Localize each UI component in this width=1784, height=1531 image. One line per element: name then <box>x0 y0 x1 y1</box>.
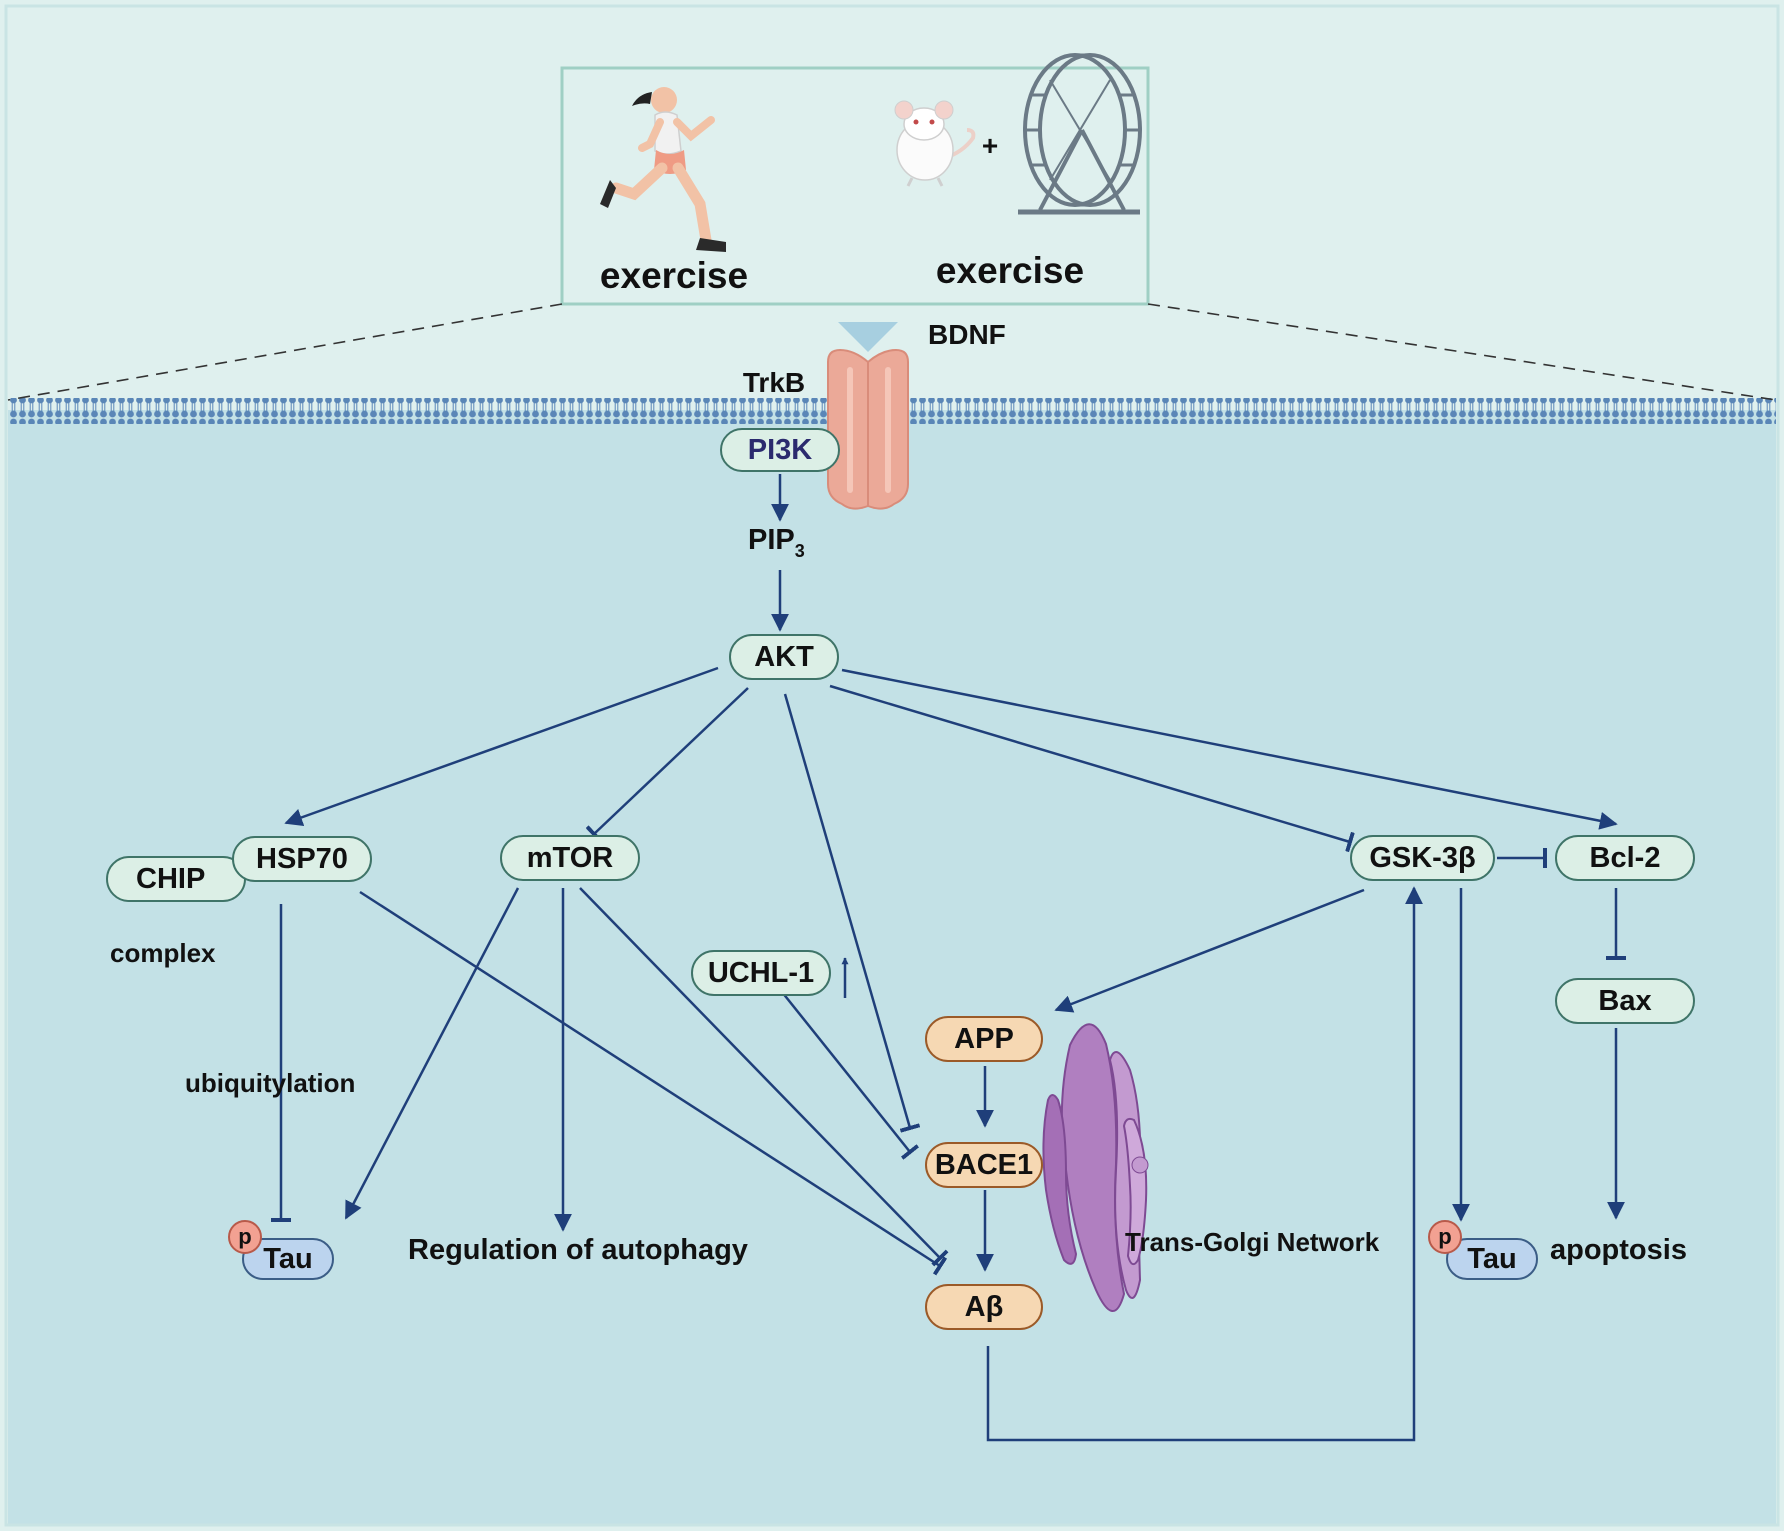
arrow-mtor-tau <box>344 887 520 1220</box>
pip3-subscript: 3 <box>794 541 805 561</box>
pip3-main: PIP <box>748 524 795 556</box>
gsk3b-node: GSK-3β <box>1350 835 1495 881</box>
apoptosis-label: apoptosis <box>1550 1234 1687 1266</box>
zoom-line-right <box>1147 303 1777 401</box>
phospho-badge-right: p <box>1428 1220 1462 1254</box>
phospho-badge-left: p <box>228 1220 262 1254</box>
golgi-label: Trans-Golgi Network <box>1125 1227 1380 1257</box>
inhibit-uchl1-bace1 <box>773 981 920 1160</box>
plus-sign: + <box>982 130 998 161</box>
trkb-receptor <box>827 348 909 510</box>
autophagy-label: Regulation of autophagy <box>408 1234 748 1266</box>
exercise-label-left: exercise <box>600 255 748 296</box>
abeta-node: Aβ <box>925 1284 1043 1330</box>
exercise-box <box>560 66 1150 306</box>
arrow-akt-bcl2 <box>841 668 1618 830</box>
rat-icon <box>894 100 976 187</box>
mtor-node: mTOR <box>500 835 640 881</box>
bdnf-label: BDNF <box>928 319 1006 350</box>
tau-right-node: Tau <box>1446 1238 1538 1280</box>
bax-node: Bax <box>1555 978 1695 1024</box>
exercise-wheel-icon <box>1018 53 1142 215</box>
bdnf-ligand <box>838 322 898 352</box>
ubiquitylation-label: ubiquitylation <box>185 1068 356 1098</box>
app-node: APP <box>925 1016 1043 1062</box>
inhibit-akt-bace1 <box>783 693 921 1133</box>
exercise-label-right: exercise <box>936 250 1084 291</box>
cytoplasm-background <box>8 410 1776 1524</box>
bcl2-node: Bcl-2 <box>1555 835 1695 881</box>
complex-label: complex <box>110 938 216 968</box>
inhibit-hsp70-abeta <box>359 890 948 1276</box>
inhibit-akt-mtor <box>585 687 749 843</box>
akt-node: AKT <box>729 634 839 680</box>
trans-golgi-network-icon <box>1042 1023 1149 1312</box>
inhibit-akt-gsk3b <box>829 684 1355 853</box>
hsp70-node: HSP70 <box>232 836 372 882</box>
tau-left-node: Tau <box>242 1238 334 1280</box>
arrow-abeta-gsk3b <box>986 886 1423 1442</box>
arrow-akt-hsp70 <box>284 666 719 827</box>
zoom-line-left <box>7 303 563 401</box>
uchl1-node: UCHL-1 <box>691 950 831 996</box>
outer-frame <box>4 4 1780 1527</box>
bace1-node: BACE1 <box>925 1142 1043 1188</box>
running-woman-icon <box>600 87 726 252</box>
inhibit-mtor-abeta <box>579 887 949 1267</box>
pi3k-node: PI3K <box>720 428 840 472</box>
pip3-label: PIP3 <box>748 524 805 561</box>
arrow-gsk3b-app <box>1054 888 1365 1013</box>
trkb-label: TrkB <box>743 367 805 398</box>
chip-node: CHIP <box>106 856 246 902</box>
